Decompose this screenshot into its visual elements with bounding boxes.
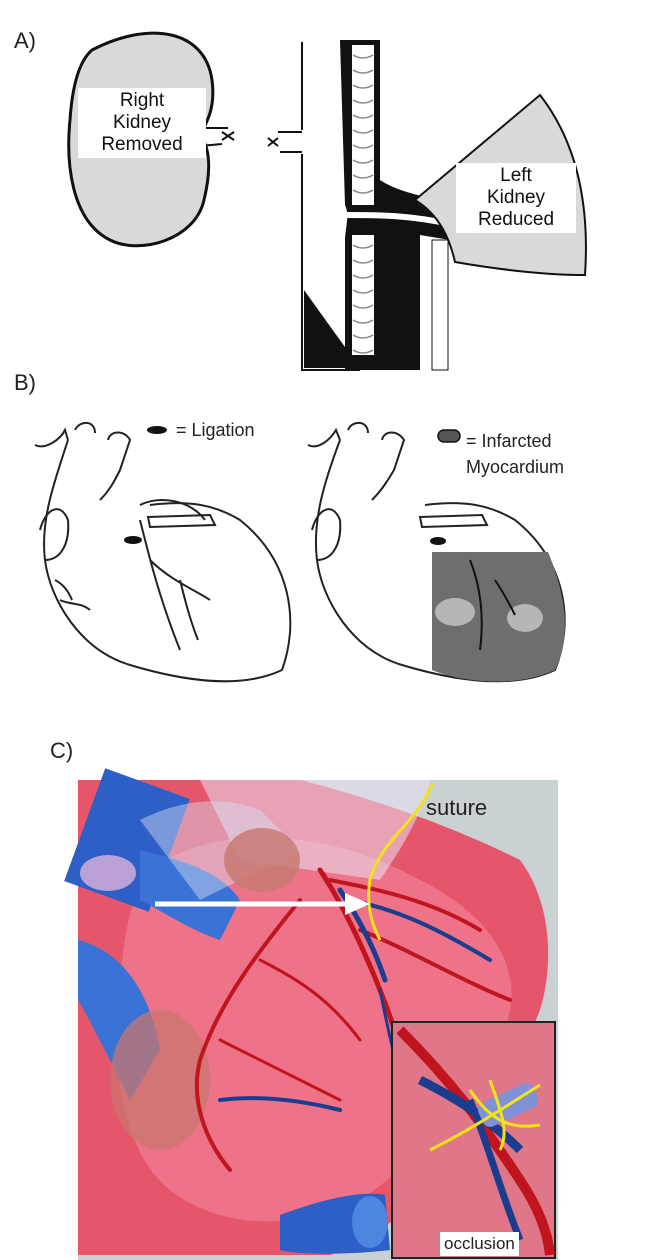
suture-label: suture: [426, 795, 487, 821]
occlusion-label: occlusion: [440, 1232, 519, 1256]
occlusion-inset: [392, 1022, 555, 1258]
